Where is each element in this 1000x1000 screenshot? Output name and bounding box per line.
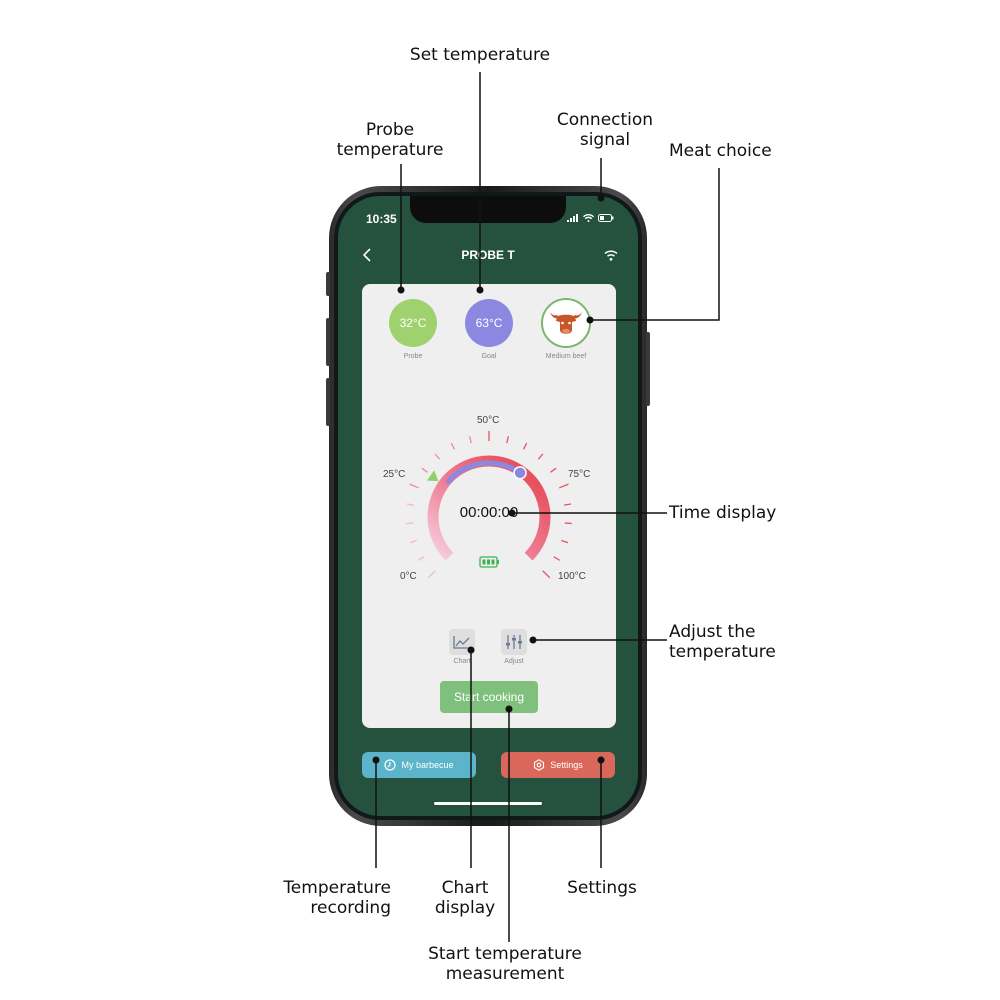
probe-temp-circle[interactable]: 32°C [389,299,437,347]
meat-choice-circle[interactable] [541,298,591,348]
callout-adjust-temperature: Adjust the temperature [669,622,776,662]
gauge-tick [522,442,528,450]
probe-temp-marker [426,470,439,482]
callout-chart-line1: Chart [441,878,489,898]
gauge-tick [558,483,569,489]
gauge-tick [542,570,551,579]
notch [410,196,566,223]
gauge-tick [450,442,456,450]
gauge-label-50: 50°C [477,415,500,426]
goal-temp-handle[interactable] [513,466,527,480]
line-chart-icon [453,636,470,649]
probe-temp-label: Probe [403,353,423,360]
gauge-label-75: 75°C [568,469,591,480]
gauge-tick [409,539,417,544]
gauge-tick [553,556,561,561]
callout-chart-line2: display [434,898,496,918]
gauge-label-25: 25°C [383,469,406,480]
page-title: PROBE T [461,248,515,262]
gauge-tick [561,539,569,544]
callout-start-line1: Start temperature [428,944,582,964]
gauge-label-0: 0°C [400,571,417,582]
temperature-gauge [406,431,572,579]
probe-card: 32°C Probe 63°C Goal Medium beef [362,284,616,728]
adjust-button[interactable] [501,629,527,655]
chart-button[interactable] [449,629,475,655]
phone-button-silent [326,272,330,296]
status-icons [567,214,614,222]
phone-button-power [646,332,650,406]
callout-connection-signal: Connection signal [520,110,690,150]
goal-temp-label: Goal [481,353,497,360]
callout-probe-line2: temperature [336,140,444,160]
gauge-tick [468,436,472,444]
callout-time-display: Time display [669,503,777,523]
gauge-tick [421,467,428,473]
callout-set-temperature: Set temperature [409,45,551,65]
cell-signal-icon [567,214,578,222]
gauge-tick [434,453,441,460]
gauge-goal-range [445,460,523,484]
wifi-icon [604,250,618,261]
callout-probe-line1: Probe [365,120,415,140]
battery-icon [479,556,499,568]
callout-settings: Settings [567,878,637,898]
callout-start-measurement: Start temperature measurement [400,944,610,984]
callout-chart-display: Chart display [415,878,515,918]
gauge-ticks [406,431,572,579]
callout-meat-choice: Meat choice [669,141,772,161]
back-button[interactable] [362,246,372,267]
phone-button-volume-up [326,318,330,366]
gauge-tick [406,503,415,506]
probe-app: 10:35 PROBE T [338,196,638,816]
status-battery-icon [598,214,614,222]
callout-recording-line1: Temperature [283,878,391,898]
clock-icon [384,759,397,771]
chevron-left-icon [362,248,371,262]
gauge-tick [406,522,414,525]
status-time: 10:35 [366,212,397,226]
chart-label: Chart [453,658,471,665]
gauge-tick [564,522,572,525]
callout-adjust-line2: temperature [669,642,776,662]
my-barbecue-label: My barbecue [401,760,454,770]
gauge-tick [537,453,544,460]
callout-temperature-recording: Temperature recording [250,878,391,918]
gauge-tick [427,570,436,579]
adjust-label: Adjust [504,658,524,665]
gauge-tick [550,467,557,473]
start-cooking-button[interactable]: Start cooking [440,681,538,713]
callout-probe-temperature: Probe temperature [300,120,480,160]
gauge-tick [417,556,425,561]
callout-connection-line2: signal [579,130,631,150]
gauge-tick [409,483,420,489]
phone-screen: 10:35 PROBE T [334,192,642,820]
goal-temp-circle[interactable]: 63°C [465,299,513,347]
status-wifi-icon [583,214,594,222]
goal-temp-value: 63°C [475,316,503,330]
connection-signal-button[interactable] [604,246,618,265]
callout-connection-line1: Connection [556,110,654,130]
settings-label: Settings [550,760,583,770]
callout-recording-line2: recording [310,898,391,918]
time-display: 00:00:00 [459,504,519,521]
callout-start-line2: measurement [445,964,565,984]
gear-icon [534,759,545,771]
settings-button[interactable]: Settings [501,752,615,778]
gauge-tick [506,436,510,444]
my-barbecue-button[interactable]: My barbecue [362,752,476,778]
gauge-label-100: 100°C [558,571,586,582]
phone-button-volume-down [326,378,330,426]
meat-choice-label: Medium beef [545,353,587,360]
sliders-icon [506,635,522,649]
gauge-tick [563,503,572,506]
bull-head-icon [550,312,582,334]
callout-adjust-line1: Adjust the [669,622,756,642]
probe-temp-value: 32°C [399,316,427,330]
home-indicator[interactable] [434,802,542,805]
